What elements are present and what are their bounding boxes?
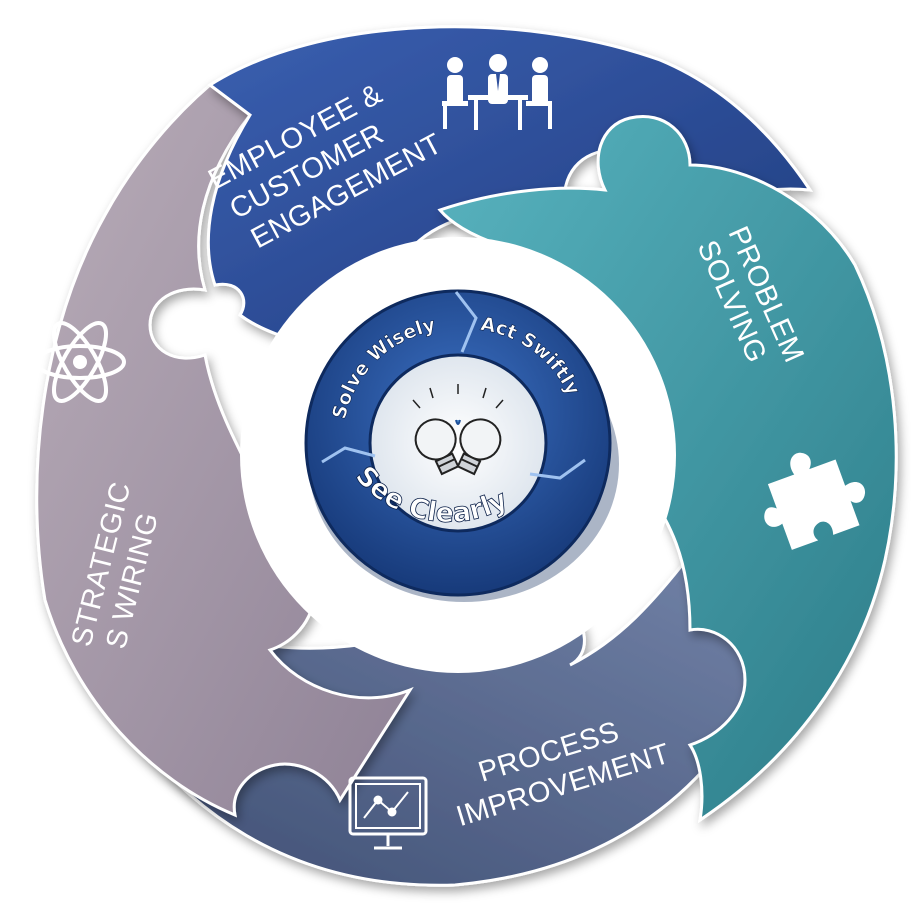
monitor-chart-icon (348, 776, 428, 850)
strategic-wiring-segment (35, 83, 414, 818)
meeting-people-icon (442, 54, 552, 130)
atom-icon (34, 321, 126, 403)
puzzle-piece-icon (764, 452, 865, 550)
hub-cycle: Solve Wisely Act Swiftly See Clearly (304, 289, 619, 602)
lightbulbs-icon (412, 384, 504, 476)
